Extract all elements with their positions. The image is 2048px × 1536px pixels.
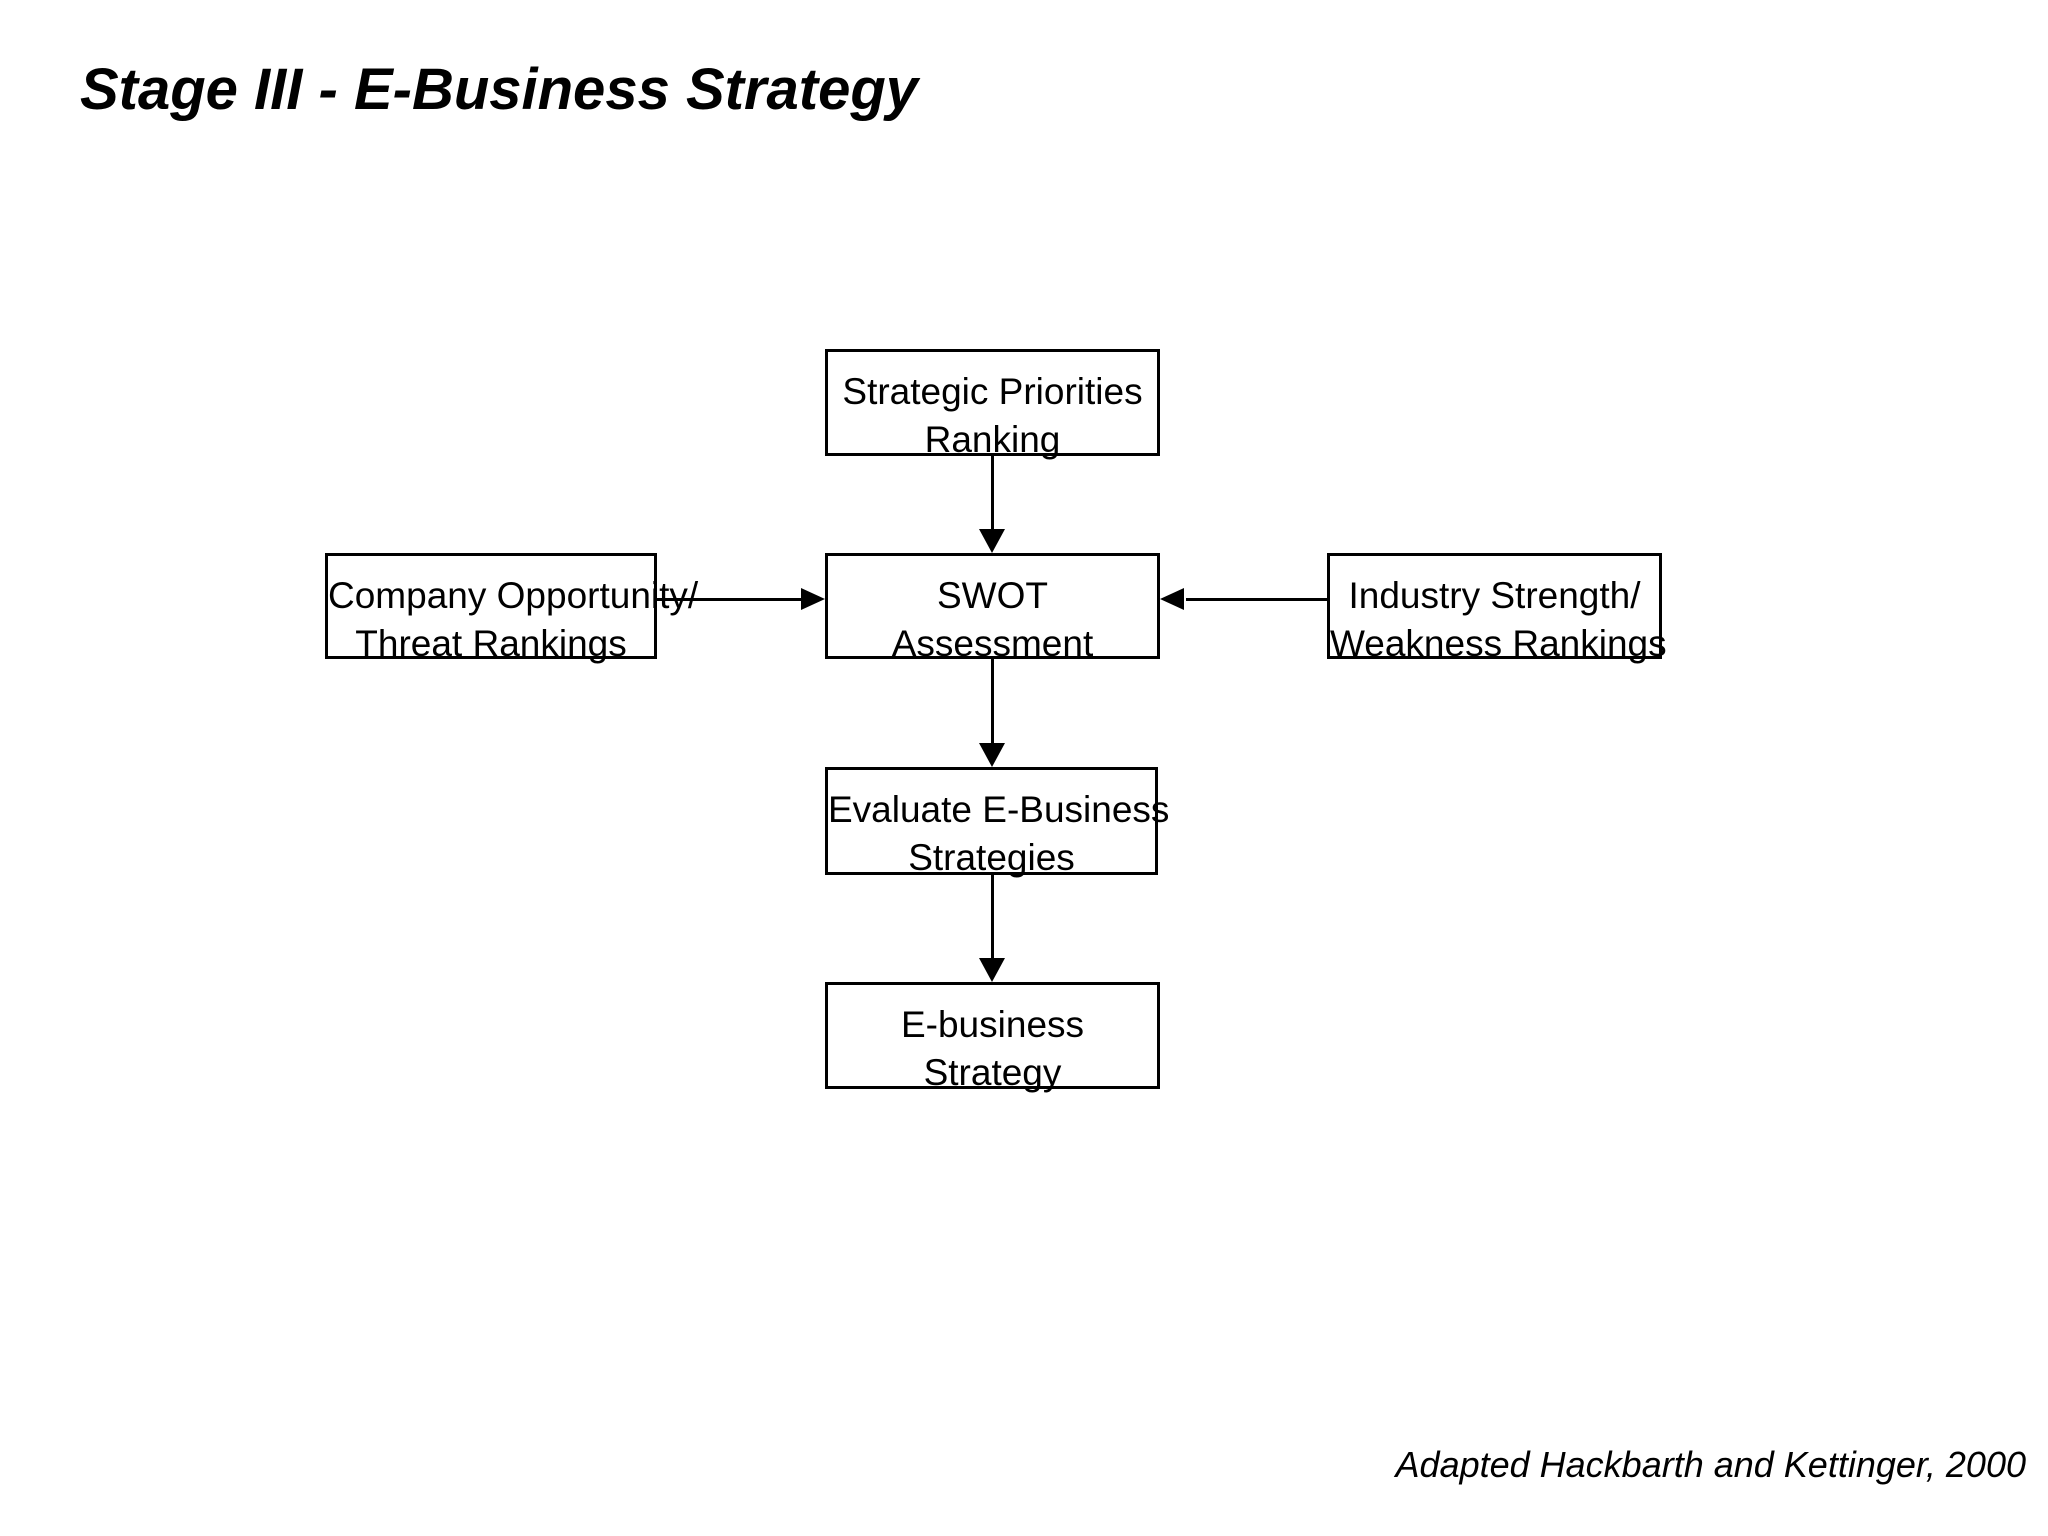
box-label: Company Opportunity/ Threat Rankings [328, 572, 699, 668]
box-label-line2: Threat Rankings [355, 623, 627, 664]
flowchart-box-strategic-priorities-ranking: Strategic Priorities Ranking [825, 349, 1160, 460]
slide-title: Stage III - E-Business Strategy [80, 57, 919, 122]
arrow-company-to-swot-head-icon [801, 588, 825, 610]
flowchart-box-e-business-strategy: E-business Strategy [825, 982, 1160, 1093]
box-label-line2: Strategy [923, 1052, 1062, 1093]
arrow-evaluate-to-ebusiness-line [991, 875, 994, 960]
box-label: Industry Strength/ Weakness Rankings [1330, 572, 1667, 668]
box-label-line1: Industry Strength/ [1348, 575, 1641, 616]
box-label-line1: Evaluate E-Business [828, 789, 1170, 830]
flowchart-box-company-opportunity-threat-rankings: Company Opportunity/ Threat Rankings [325, 553, 698, 664]
box-label-line2: Weakness Rankings [1330, 623, 1667, 664]
box-label-line2: Ranking [924, 419, 1061, 460]
flowchart-box-evaluate-e-business-strategies: Evaluate E-Business Strategies [825, 767, 1169, 878]
arrow-company-to-swot-line [657, 598, 803, 601]
arrow-swot-to-evaluate-line [991, 659, 994, 745]
box-label-line1: Strategic Priorities [842, 371, 1143, 412]
box-label: Evaluate E-Business Strategies [828, 786, 1170, 882]
box-label-line1: Company Opportunity/ [328, 575, 699, 616]
flowchart-box-swot-assessment: SWOT Assessment [825, 553, 1160, 664]
arrow-strategic-to-swot-head-icon [979, 529, 1005, 553]
arrow-swot-to-evaluate-head-icon [979, 743, 1005, 767]
arrow-industry-to-swot-line [1186, 598, 1327, 601]
box-label-line2: Assessment [891, 623, 1094, 664]
arrow-industry-to-swot-head-icon [1160, 588, 1184, 610]
attribution-text: Adapted Hackbarth and Kettinger, 2000 [1395, 1444, 2026, 1485]
arrow-strategic-to-swot-line [991, 455, 994, 531]
arrow-evaluate-to-ebusiness-head-icon [979, 958, 1005, 982]
box-label-line1: SWOT [937, 575, 1048, 616]
box-label-line2: Strategies [908, 837, 1075, 878]
box-label: E-business Strategy [828, 1001, 1157, 1097]
box-label: Strategic Priorities Ranking [828, 368, 1157, 464]
box-label: SWOT Assessment [828, 572, 1157, 668]
flowchart-box-industry-strength-weakness-rankings: Industry Strength/ Weakness Rankings [1327, 553, 1667, 664]
box-label-line1: E-business [900, 1004, 1085, 1045]
